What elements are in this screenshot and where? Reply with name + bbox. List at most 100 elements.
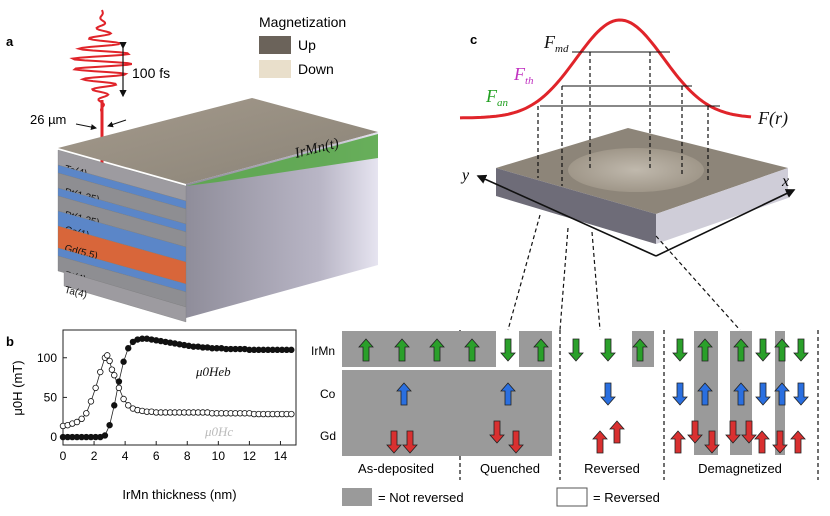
multilayer-stack: Ta(4)Co(0.6)Pt(1.25)Co(0.6)Pt(1.25)Co(1)… <box>57 98 378 323</box>
column-label: Demagnetized <box>698 461 782 476</box>
legend-down-swatch <box>259 60 291 78</box>
slab-front <box>496 168 656 244</box>
spin-arrow-down <box>755 338 771 362</box>
spin-arrow-down <box>793 338 809 362</box>
hc-point <box>87 398 95 405</box>
spin-arrow-down <box>741 420 757 444</box>
x-tick-label: 10 <box>212 449 226 463</box>
column-label: Reversed <box>584 461 640 476</box>
spin-arrow-up <box>774 338 790 362</box>
plot-frame <box>62 329 297 446</box>
stack-layer <box>63 270 187 323</box>
projection-line <box>507 214 541 331</box>
key-not-reversed-label: = Not reversed <box>378 490 464 505</box>
spin-arrow-up <box>609 420 625 444</box>
heb-point <box>125 345 132 352</box>
panel-label-c: c <box>470 32 477 47</box>
slab-side <box>656 168 788 244</box>
spin-arrow-down <box>600 382 616 406</box>
spin-arrow-down <box>772 430 788 454</box>
spin-arrow-up <box>429 338 445 362</box>
spin-arrow-down <box>704 430 720 454</box>
y-tick-label: 100 <box>37 351 57 365</box>
spin-arrow-up <box>358 338 374 362</box>
spin-arrow-down <box>725 420 741 444</box>
x-tick-label: 4 <box>122 449 129 463</box>
x-axis-label: IrMn thickness (nm) <box>122 487 236 502</box>
spot-arrow-left <box>75 123 97 130</box>
spin-arrow-up <box>394 338 410 362</box>
heb-point <box>120 358 127 365</box>
stack-top-surface <box>58 98 378 184</box>
hc-point <box>78 415 85 423</box>
spin-arrow-up <box>733 338 749 362</box>
key-reversed-label: = Reversed <box>593 490 660 505</box>
hc-point <box>288 410 295 418</box>
panel-label-a: a <box>6 34 14 49</box>
spin-arrow-up <box>733 382 749 406</box>
y-tick-label: 50 <box>44 390 58 404</box>
hc-point <box>83 410 90 417</box>
spin-arrow-up <box>697 382 713 406</box>
column-label: As-deposited <box>358 461 434 476</box>
stack-layer-label: Ta(4) <box>63 285 88 301</box>
spin-arrow-down <box>386 430 402 454</box>
key-not-reversed-swatch <box>342 488 372 506</box>
row-label: Gd <box>320 429 336 443</box>
pulse-duration-label: 100 fs <box>132 65 170 81</box>
heb-point <box>101 432 109 439</box>
y-axis-label: μ0H (mT) <box>10 360 25 415</box>
y-tick-label: 0 <box>50 430 57 444</box>
key-reversed-swatch <box>556 487 588 507</box>
spin-arrow-down <box>489 420 505 444</box>
hc-point <box>104 352 111 359</box>
axis-y-label: y <box>460 167 470 184</box>
heb-point <box>106 421 113 429</box>
legend-up-label: Up <box>298 37 316 53</box>
projection-line <box>655 235 741 331</box>
x-tick-label: 6 <box>153 449 160 463</box>
spin-arrow-down <box>672 382 688 406</box>
hc-point <box>108 366 116 373</box>
x-tick-label: 0 <box>60 449 67 463</box>
x-tick-label: 2 <box>91 449 98 463</box>
hc-point <box>97 368 104 376</box>
projection-line <box>591 231 601 331</box>
x-tick-label: 8 <box>184 449 191 463</box>
fmd-label: Fmd <box>543 32 569 55</box>
fth-label: Fth <box>513 64 534 87</box>
spin-arrow-up <box>754 430 770 454</box>
fan-label: Fan <box>485 86 509 109</box>
spin-arrow-up <box>670 430 686 454</box>
not-reversed-block <box>342 370 552 456</box>
projection-line <box>559 227 569 331</box>
sample-slab <box>496 128 788 244</box>
hc-annotation: μ0Hc <box>204 424 233 439</box>
not-reversed-block <box>519 331 552 367</box>
heb-point <box>111 402 118 409</box>
spin-arrow-down <box>402 430 418 454</box>
heb-annotation: μ0Heb <box>195 364 231 379</box>
x-tick-label: 14 <box>274 449 288 463</box>
spin-arrow-down <box>687 420 703 444</box>
heb-point <box>288 346 295 354</box>
hc-point <box>92 384 99 392</box>
fluence-function-label: F(r) <box>757 108 788 129</box>
hc-point <box>115 384 123 392</box>
spin-arrow-up <box>500 382 516 406</box>
spin-arrow-down <box>500 338 516 362</box>
hc-point <box>111 372 118 379</box>
irmn-wedge <box>186 134 378 186</box>
hc-point <box>106 357 113 365</box>
row-label: Co <box>320 387 336 401</box>
hc-point <box>120 395 127 403</box>
spin-arrow-up <box>464 338 480 362</box>
spin-arrow-down <box>672 338 688 362</box>
spin-arrow-up <box>790 430 806 454</box>
axis-y-arrow <box>476 174 657 257</box>
spin-arrow-down <box>508 430 524 454</box>
spin-arrow-up <box>774 382 790 406</box>
